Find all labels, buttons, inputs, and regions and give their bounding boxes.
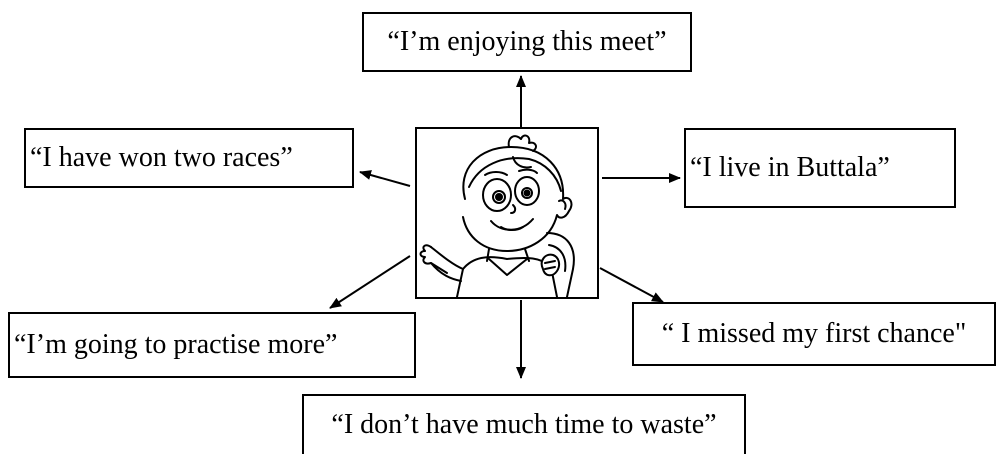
statement-text-top: “I’m enjoying this meet” <box>387 26 667 57</box>
statement-box-bottom-left: “I’m going to practise more” <box>8 312 416 378</box>
statement-box-left: “I have won two races” <box>24 128 354 188</box>
statement-text-bottom-right: “ I missed my first chance" <box>661 318 967 349</box>
statement-text-right: “I live in Buttala” <box>690 152 890 183</box>
statement-box-top: “I’m enjoying this meet” <box>362 12 692 72</box>
statement-box-bottom-right: “ I missed my first chance" <box>632 302 996 366</box>
statement-text-bottom-left: “I’m going to practise more” <box>14 329 338 360</box>
statement-box-bottom: “I don’t have much time to waste” <box>302 394 746 454</box>
center-picture-frame <box>415 127 599 299</box>
arrow-to-bottom-right <box>599 267 664 303</box>
statement-box-right: “I live in Buttala” <box>684 128 956 208</box>
statement-text-left: “I have won two races” <box>30 142 293 173</box>
arrow-to-bottom-left <box>329 255 411 309</box>
cartoon-boy-icon <box>419 134 575 298</box>
statement-text-bottom: “I don’t have much time to waste” <box>331 409 717 440</box>
arrow-to-left <box>359 170 411 187</box>
